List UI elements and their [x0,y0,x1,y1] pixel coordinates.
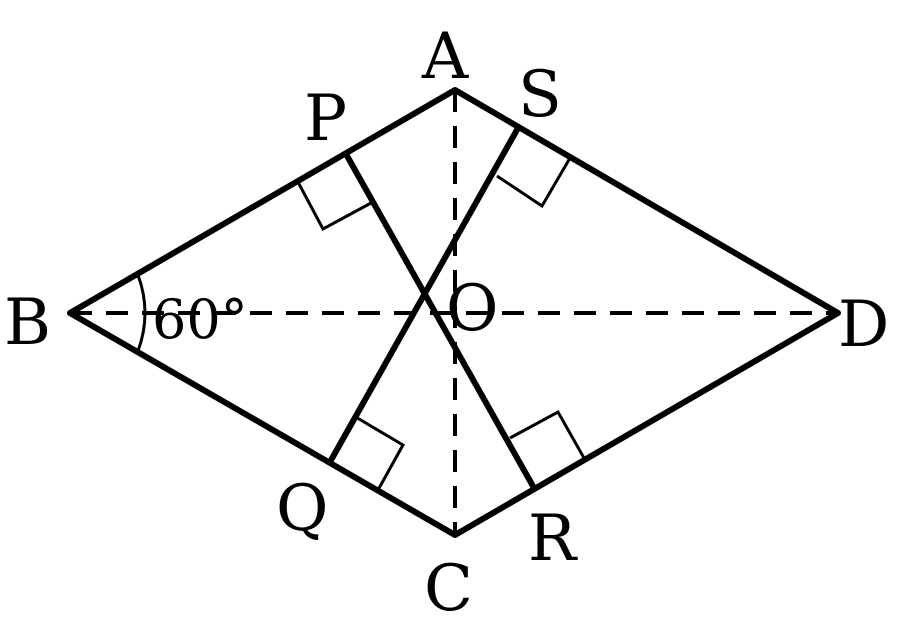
segment-pr [343,151,537,491]
label-point-r: R [528,502,578,576]
label-point-b: B [4,286,51,360]
segment-sq [327,125,521,465]
right-angle-mark-s [496,157,572,209]
label-point-s: S [518,58,562,132]
label-point-o: O [446,272,498,346]
label-point-p: P [304,82,347,156]
label-point-d: D [838,288,889,362]
angle-arc-b [136,274,147,352]
right-angle-mark-q [353,414,406,491]
label-point-q: Q [276,472,328,546]
right-angle-mark-r [509,409,586,459]
label-point-a: A [421,20,469,94]
right-angle-mark-p [296,181,372,232]
label-angle-b: 60° [152,288,248,351]
label-point-c: C [424,552,473,626]
